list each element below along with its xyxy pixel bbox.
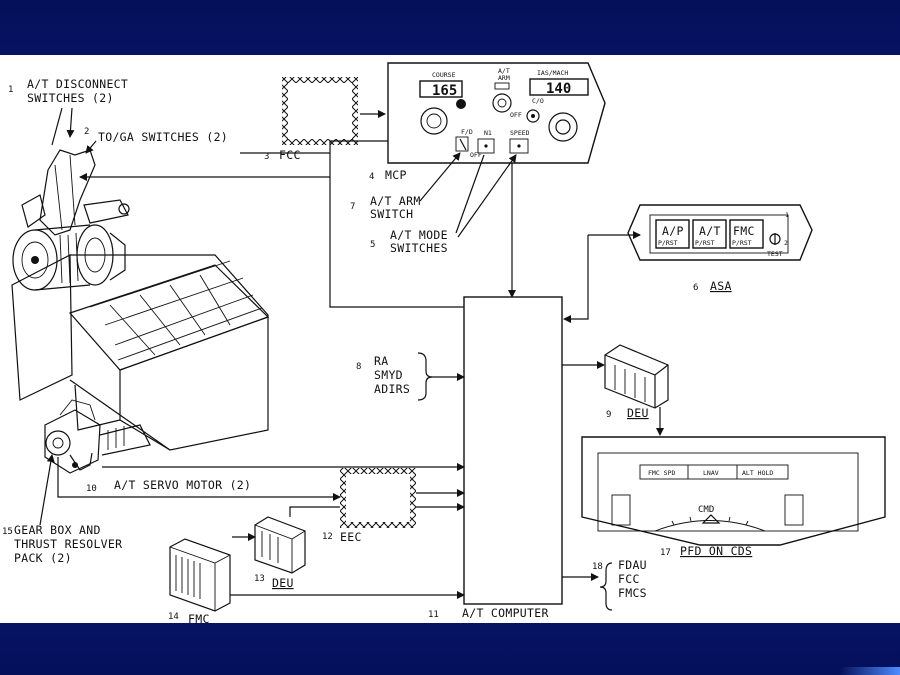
callout-17: 17 [660, 548, 671, 558]
servo-label: A/T SERVO MOTOR (2) [114, 478, 251, 492]
pfd-display: FMC SPD LNAV ALT HOLD CMD PFD ON CDS [581, 436, 886, 558]
callout-5: 5 [370, 240, 375, 250]
mcp-panel: COURSE 165 A/T ARM OFF IAS/MACH 140 C/O [385, 62, 606, 182]
smyd-label: SMYD [374, 368, 403, 382]
mcp-n1-label: N1 [484, 129, 492, 137]
fcc-box: FCC [279, 77, 358, 162]
callout-3: 3 [264, 152, 269, 162]
at-mode-label-2: SWITCHES [390, 241, 448, 255]
deu-upper-label: DEU [627, 406, 649, 420]
pfd-fma-1: FMC SPD [648, 469, 675, 477]
callout-12: 12 [322, 532, 333, 542]
fcc-out-label: FCC [618, 572, 640, 586]
gearbox-label-3: PACK (2) [14, 551, 72, 565]
callout-1: 1 [8, 85, 13, 95]
callout-15: 15 [2, 527, 13, 537]
throttle-quadrant-illustration [11, 149, 270, 474]
asa-at-reset: P/RST [695, 239, 715, 247]
callout-10: 10 [86, 484, 97, 494]
fdau-label: FDAU [618, 558, 647, 572]
fmc-unit: FMC [169, 538, 231, 623]
pfd-fma-2: LNAV [703, 469, 719, 477]
asa-ap-label: A/P [662, 224, 684, 238]
at-disconnect-label-2: SWITCHES (2) [27, 91, 114, 105]
at-computer-box [463, 296, 563, 605]
deu-lower-label: DEU [272, 576, 294, 590]
fmc-label: FMC [188, 612, 210, 623]
deu-lower-unit: DEU [254, 516, 306, 590]
callout-9: 9 [606, 410, 611, 420]
pfd-label: PFD ON CDS [680, 544, 752, 558]
toga-label: TO/GA SWITCHES (2) [98, 130, 228, 144]
asa-label: ASA [710, 279, 732, 293]
asa-ap-reset: P/RST [658, 239, 678, 247]
asa-at-label: A/T [699, 224, 721, 238]
mcp-ias-label: IAS/MACH [537, 69, 568, 77]
mcp-ias-value: 140 [546, 81, 571, 97]
asa-panel: A/P P/RST A/T P/RST FMC P/RST 1 2 TEST A… [627, 204, 813, 293]
at-computer-label: A/T COMPUTER [462, 606, 549, 620]
fmcs-label: FMCS [618, 586, 647, 600]
autothrottle-system-diagram: FCC 3 COURSE 165 A/T ARM OFF IAS/MACH [2, 62, 886, 623]
asa-fmc-label: FMC [733, 224, 755, 238]
at-disconnect-label-1: A/T DISCONNECT [27, 77, 128, 91]
at-arm-label-2: SWITCH [370, 207, 413, 221]
callout-18: 18 [592, 562, 603, 572]
mcp-fd-off-label: OFF [470, 151, 482, 159]
diagram-panel: FCC 3 COURSE 165 A/T ARM OFF IAS/MACH [0, 55, 900, 623]
deu-upper-unit: DEU [604, 344, 669, 420]
callout-7: 7 [350, 202, 355, 212]
mcp-at-arm-label: A/T [498, 67, 510, 75]
gearbox-label-2: THRUST RESOLVER [14, 537, 122, 551]
pfd-fma-3: ALT HOLD [742, 469, 773, 477]
adirs-label: ADIRS [374, 382, 410, 396]
asa-test-label: TEST [767, 250, 783, 258]
callout-6: 6 [693, 283, 698, 293]
asa-fmc-reset: P/RST [732, 239, 752, 247]
n1-button[interactable] [477, 138, 495, 154]
callout-8: 8 [356, 362, 361, 372]
mcp-arm-label: ARM [498, 74, 510, 82]
eec-label: EEC [340, 530, 362, 544]
mcp-course-label: COURSE [432, 71, 456, 79]
callout-4: 4 [369, 172, 374, 182]
callout-2: 2 [84, 127, 89, 137]
pfd-cmd: CMD [698, 505, 714, 515]
mcp-label: MCP [385, 168, 407, 182]
fcc-label: FCC [279, 148, 301, 162]
ra-label: RA [374, 354, 388, 368]
mcp-course-value: 165 [432, 83, 457, 99]
callout-13: 13 [254, 574, 265, 584]
mcp-speed-label: SPEED [510, 129, 530, 137]
asa-pos-1: 1 [785, 211, 789, 219]
at-arm-label-1: A/T ARM [370, 194, 421, 208]
gearbox-label-1: GEAR BOX AND [14, 523, 101, 537]
mcp-fd-label: F/D [461, 128, 473, 136]
asa-pos-2: 2 [784, 239, 788, 247]
footer-glow [840, 667, 900, 675]
mcp-off-label: OFF [510, 111, 522, 119]
eec-box: EEC [340, 468, 416, 544]
callout-14: 14 [168, 612, 179, 622]
at-mode-label-1: A/T MODE [390, 228, 448, 242]
signal-lines [57, 110, 664, 599]
callout-11: 11 [428, 610, 439, 620]
mcp-co-label: C/O [532, 97, 544, 105]
